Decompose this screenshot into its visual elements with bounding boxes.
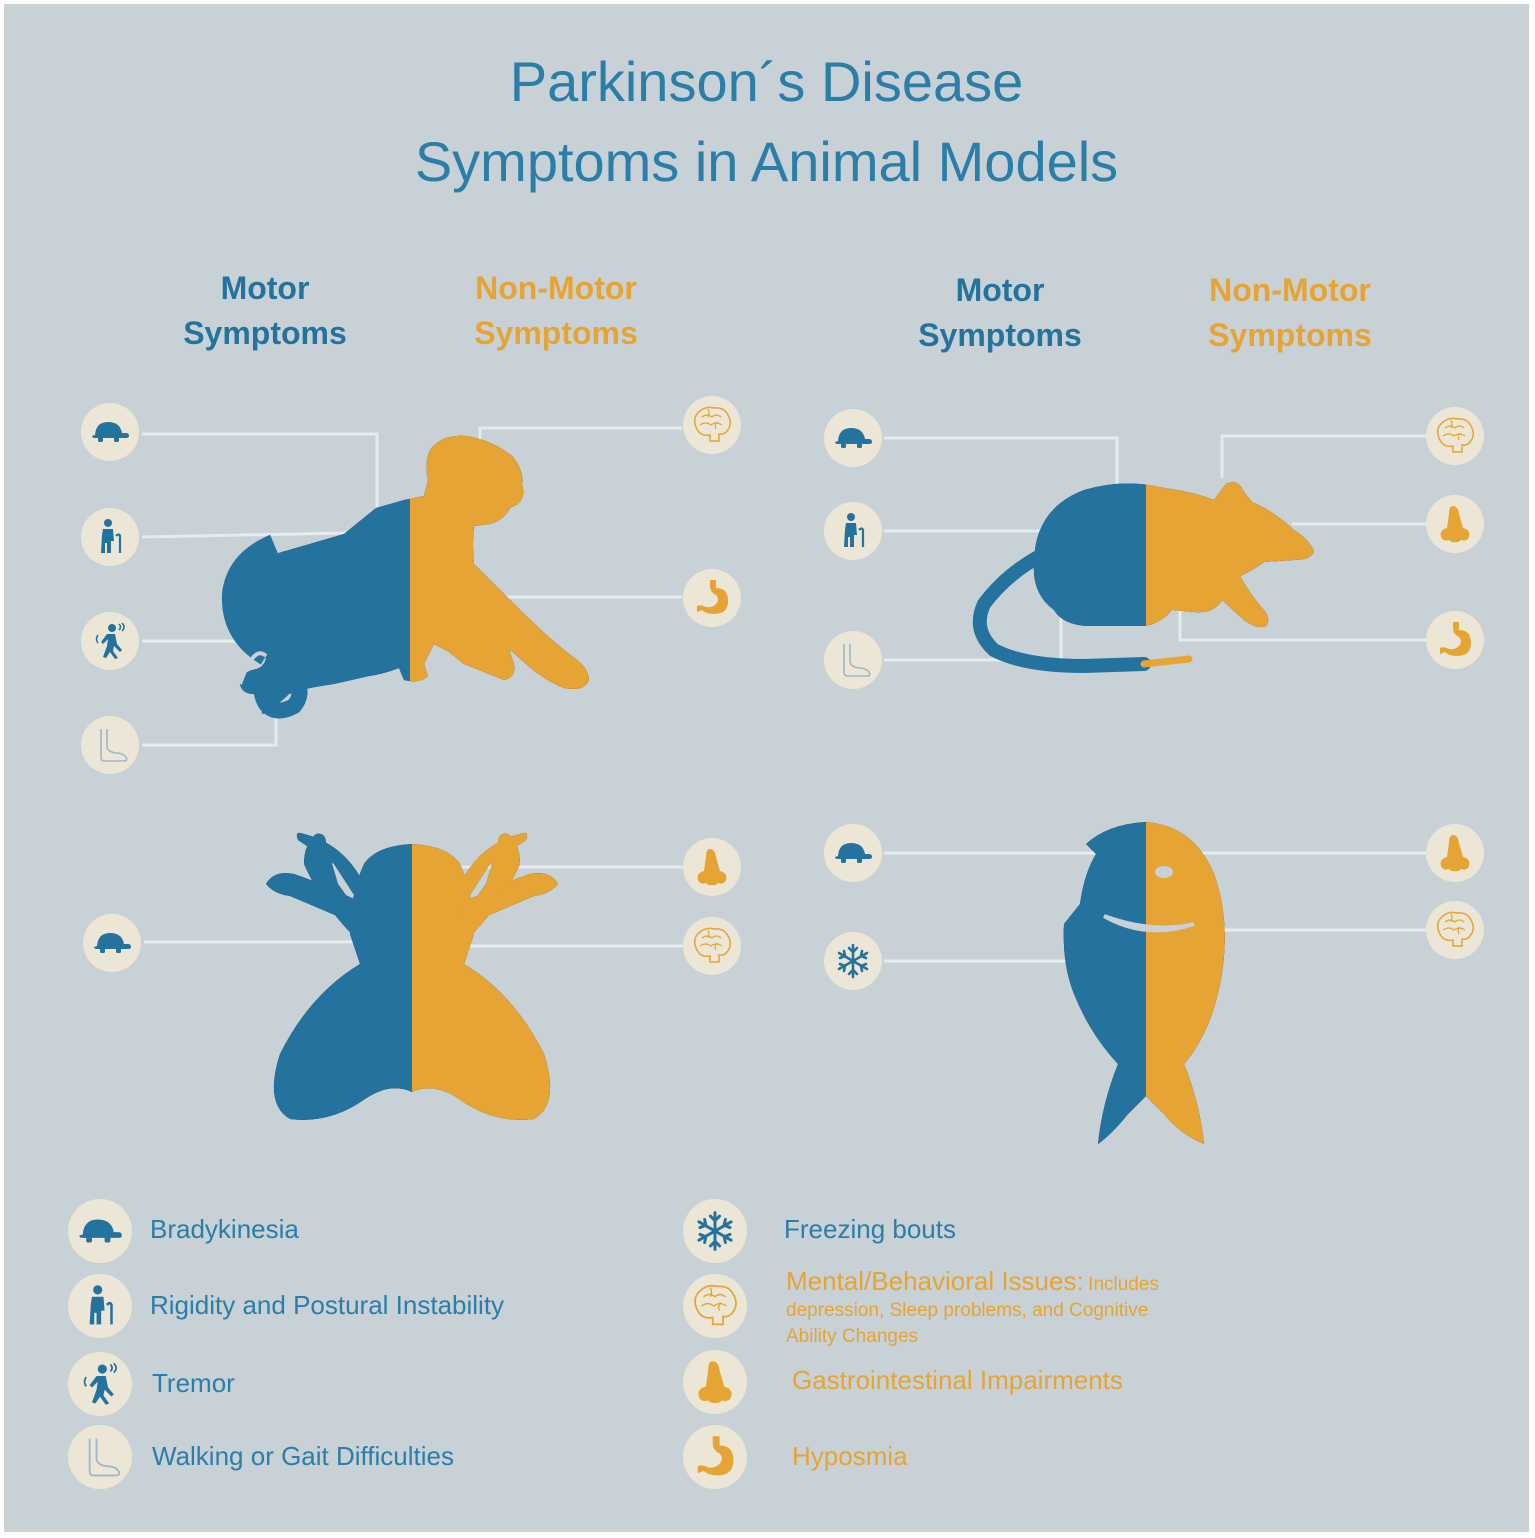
header-nonmotor-right: Non-Motor Symptoms: [1160, 268, 1420, 358]
fish-symptom-icons: [824, 824, 1484, 990]
header-nonmotor-right-line1: Non-Motor: [1209, 272, 1371, 308]
rat-symptom-icons: [824, 407, 1484, 689]
legend-freezing: Freezing bouts: [784, 1214, 956, 1244]
legend-gastro: Gastrointestinal Impairments: [792, 1365, 1123, 1395]
diagram-art: [68, 396, 1484, 1489]
legend-walking: Walking or Gait Difficulties: [152, 1441, 454, 1471]
header-nonmotor-left-line2: Symptoms: [474, 315, 638, 351]
header-motor-left-line1: Motor: [220, 270, 310, 306]
header-motor-right-line2: Symptoms: [918, 317, 1082, 353]
fly-icon: [266, 832, 558, 1120]
header-motor-left-line2: Symptoms: [183, 315, 347, 351]
header-nonmotor-left-line1: Non-Motor: [475, 270, 637, 306]
rat-icon: [972, 482, 1314, 674]
legend-bradykinesia: Bradykinesia: [150, 1214, 299, 1244]
fish-icon: [1063, 822, 1225, 1144]
legend-mental-desc-2: depression, Sleep problems, and Cognitiv…: [786, 1300, 1149, 1321]
legend-mental-desc-3: Ability Changes: [786, 1326, 919, 1347]
legend-mental-label: Mental/Behavioral Issues:: [786, 1266, 1084, 1296]
legend-mental: Mental/Behavioral Issues: Includes depre…: [786, 1266, 1266, 1350]
legend-icons: [68, 1199, 747, 1489]
title-line-2: Symptoms in Animal Models: [414, 130, 1119, 193]
legend-tremor: Tremor: [152, 1368, 235, 1398]
header-nonmotor-right-line2: Symptoms: [1208, 317, 1372, 353]
header-nonmotor-left: Non-Motor Symptoms: [426, 266, 686, 356]
monkey-symptom-icons: [81, 396, 741, 774]
legend-rigidity: Rigidity and Postural Instability: [150, 1290, 505, 1320]
legend-mental-desc-1: Includes: [1088, 1274, 1159, 1295]
title-line-1: Parkinson´s Disease: [509, 50, 1024, 113]
infographic-canvas: Parkinson´s Disease Symptoms in Animal M…: [4, 4, 1529, 1532]
header-motor-right-line1: Motor: [955, 272, 1045, 308]
header-motor-left: Motor Symptoms: [135, 266, 395, 356]
fly-symptom-icons: [83, 838, 741, 975]
legend-hyposmia: Hyposmia: [792, 1441, 908, 1471]
monkey-icon: [221, 435, 590, 719]
header-motor-right: Motor Symptoms: [870, 268, 1130, 358]
